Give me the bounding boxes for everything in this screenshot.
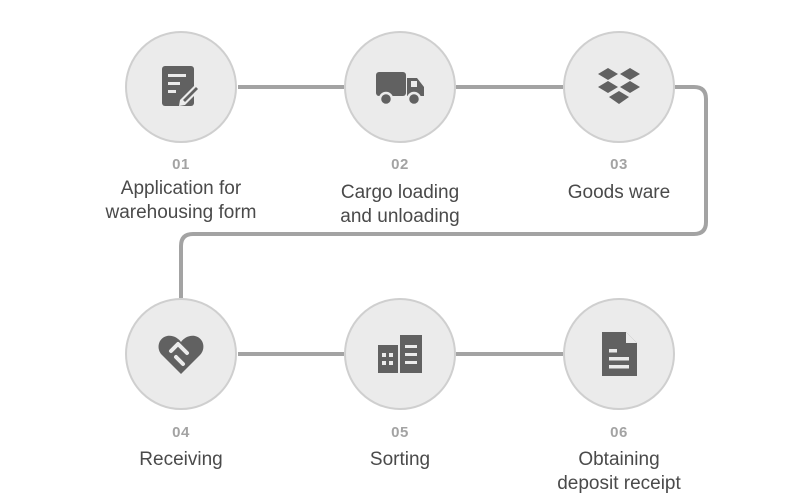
step-6-number: 06 xyxy=(610,424,628,441)
connector-3-4 xyxy=(179,85,708,298)
step-5-label-line-1: Sorting xyxy=(369,449,431,470)
step-2-circle xyxy=(344,31,456,143)
step-1-label-line-1: Application for xyxy=(120,178,242,199)
form-edit-icon xyxy=(162,66,201,106)
step-4-circle xyxy=(125,298,237,410)
step-5-label: Sorting xyxy=(280,448,520,472)
step-6-label: Obtaining deposit receipt xyxy=(499,448,739,496)
step-3-circle xyxy=(563,31,675,143)
step-5-circle xyxy=(344,298,456,410)
step-4-number: 04 xyxy=(172,424,190,441)
step-1-number: 01 xyxy=(172,156,190,173)
step-2-label-line-2: and unloading xyxy=(340,206,460,227)
step-1-label-line-2: warehousing form xyxy=(105,202,257,223)
step-6-label-line-2: deposit receipt xyxy=(557,473,681,494)
step-4-label-line-1: Receiving xyxy=(139,449,223,470)
handshake-heart-icon xyxy=(158,335,204,374)
sorting-building-icon xyxy=(378,335,422,373)
step-2-number: 02 xyxy=(391,156,409,173)
document-receipt-icon xyxy=(602,332,637,376)
step-5-number: 05 xyxy=(391,424,409,441)
step-1-label: Application for warehousing form xyxy=(61,177,301,225)
step-3-label-line-1: Goods ware xyxy=(567,182,671,203)
truck-icon xyxy=(376,72,424,107)
boxes-icon xyxy=(598,68,640,104)
step-1-circle xyxy=(125,31,237,143)
step-6-label-line-1: Obtaining xyxy=(578,449,660,470)
step-3-label: Goods ware xyxy=(499,181,739,205)
step-4-label: Receiving xyxy=(61,448,301,472)
step-6-circle xyxy=(563,298,675,410)
step-2-label-line-1: Cargo loading xyxy=(340,182,460,203)
step-3-number: 03 xyxy=(610,156,628,173)
step-2-label: Cargo loading and unloading xyxy=(280,181,520,229)
